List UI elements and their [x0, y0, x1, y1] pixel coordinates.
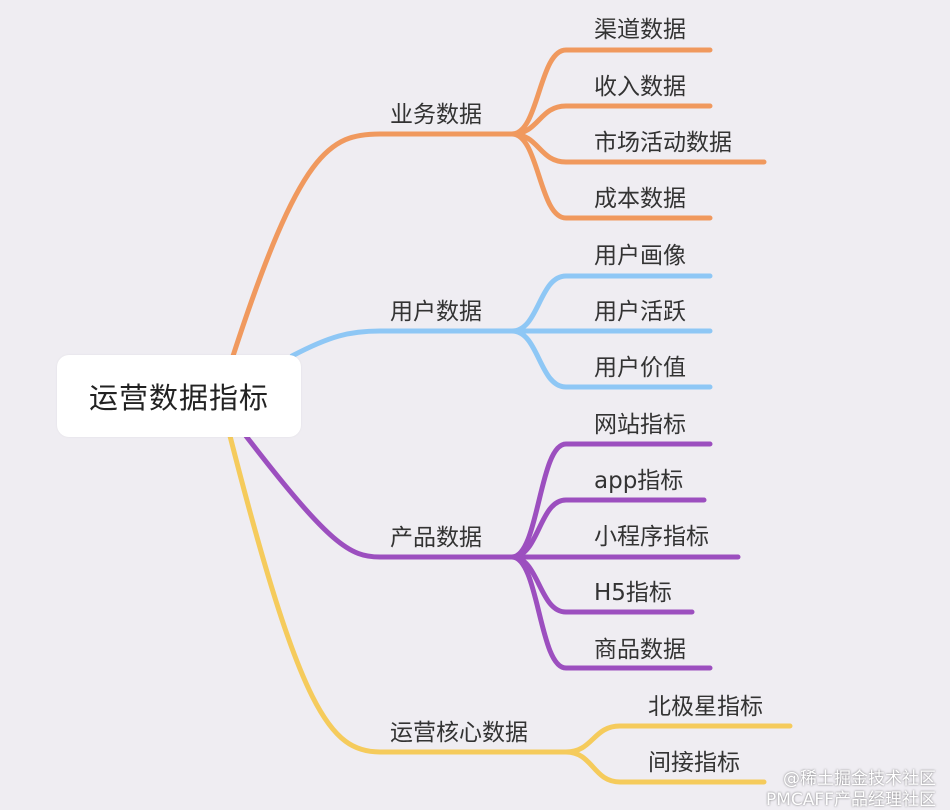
connector-product-leaf-1: [509, 497, 707, 560]
connector-core-leaf-1: [563, 749, 767, 785]
leaf-revenue-data[interactable]: 收入数据: [594, 74, 686, 100]
connector-product-leaf-4: [509, 554, 713, 671]
root-node-label: 运营数据指标: [88, 381, 269, 415]
connector-root-user: [289, 328, 515, 359]
branch-label-product[interactable]: 产品数据: [390, 525, 482, 551]
leaf-channel-data[interactable]: 渠道数据: [594, 17, 686, 43]
watermark-pmcaff: PMCAFF产品经理社区: [766, 790, 936, 810]
leaf-marketing-data[interactable]: 市场活动数据: [594, 130, 732, 156]
connector-business-leaf-0: [509, 47, 713, 137]
root-node[interactable]: 运营数据指标: [57, 355, 301, 437]
branch-label-user[interactable]: 用户数据: [390, 299, 482, 325]
connector-root-business: [230, 131, 515, 359]
leaf-h5-metrics[interactable]: H5指标: [594, 580, 672, 606]
connector-business-leaf-3: [509, 131, 713, 221]
branch-label-core[interactable]: 运营核心数据: [390, 720, 528, 746]
leaf-user-profile[interactable]: 用户画像: [594, 243, 686, 269]
connector-root-core: [227, 433, 569, 755]
leaf-website-metrics[interactable]: 网站指标: [594, 412, 686, 438]
leaf-indirect-metrics[interactable]: 间接指标: [648, 750, 740, 776]
branch-label-business[interactable]: 业务数据: [390, 102, 482, 128]
leaf-user-activity[interactable]: 用户活跃: [594, 299, 686, 325]
leaf-miniprogram-metrics[interactable]: 小程序指标: [594, 524, 709, 550]
leaf-north-star-metric[interactable]: 北极星指标: [648, 694, 763, 720]
connector-root-product: [243, 433, 515, 560]
leaf-app-metrics[interactable]: app指标: [594, 468, 684, 494]
connector-user-leaf-2: [509, 328, 713, 390]
leaf-goods-data[interactable]: 商品数据: [594, 637, 686, 663]
leaf-cost-data[interactable]: 成本数据: [594, 186, 686, 212]
watermark-juejin: @稀土掘金技术社区: [783, 769, 936, 789]
leaf-user-value[interactable]: 用户价值: [594, 355, 686, 381]
